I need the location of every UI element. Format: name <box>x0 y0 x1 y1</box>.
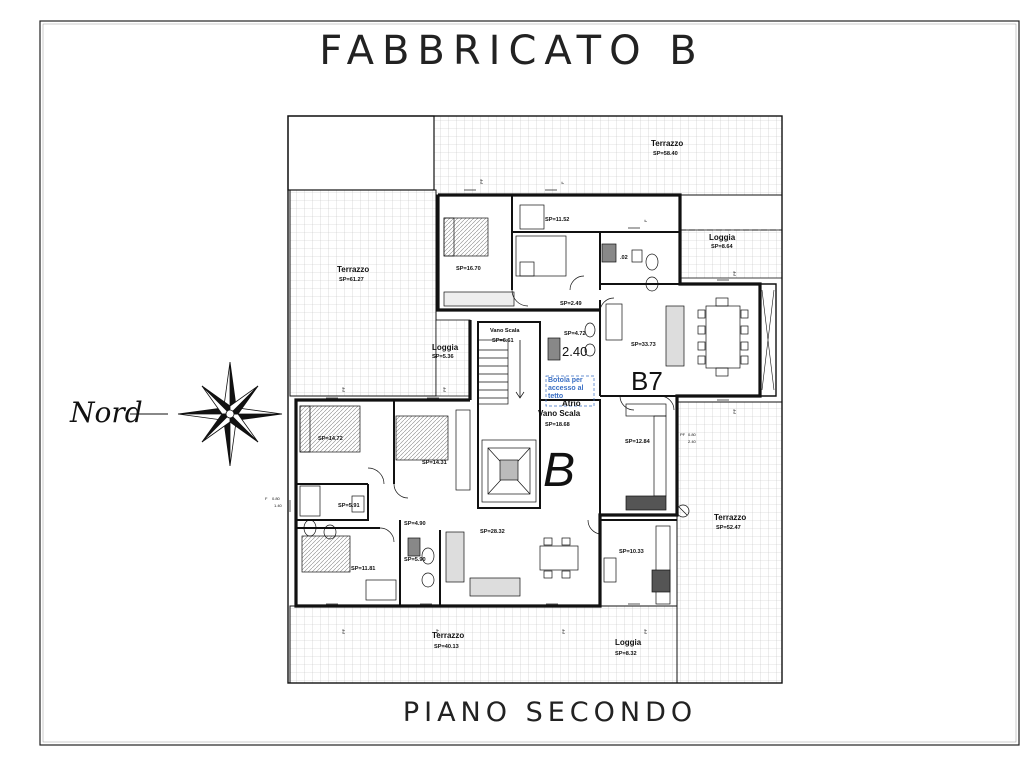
room-kitchen-south: SP=10.33 <box>619 549 644 555</box>
room-bed-north: SP=16.70 <box>456 266 481 272</box>
sheet-frame <box>39 20 1020 746</box>
window-pf-1: PF <box>479 178 484 184</box>
room-kitchen-east: SP=12.84 <box>625 439 651 445</box>
atrio-sp: SP=18.68 <box>545 422 570 428</box>
window-pf-3: PF <box>341 386 346 392</box>
window-pf-5: PF <box>732 408 737 414</box>
room-corridor-west: SP=4.90 <box>404 521 426 527</box>
vano-scala-small-sp: SP=6.61 <box>492 338 514 344</box>
room-bed-sw: SP=11.81 <box>351 566 375 572</box>
compass-rose-icon <box>130 361 283 467</box>
botola-line-1: Botola per <box>548 377 583 384</box>
building-walls <box>287 115 783 684</box>
loggia-w-sp: SP=5.36 <box>432 354 454 360</box>
compass-label: Nord <box>70 396 143 429</box>
unit-letter: B <box>543 444 575 497</box>
building-title: FABBRICATO B <box>319 28 705 74</box>
window-pf-8: PF <box>561 628 566 634</box>
terrazzo-left-sp: SP=61.27 <box>339 277 364 283</box>
vano-scala-label: Vano Scala <box>538 409 581 418</box>
loggia-s-label: Loggia <box>615 638 642 647</box>
terrazzo-right-label: Terrazzo <box>714 513 746 522</box>
room-living-east: SP=33.73 <box>631 342 656 348</box>
window-h2-west: 1.40 <box>274 503 283 508</box>
room-bath-north: .02 <box>620 255 628 261</box>
loggia-w-label: Loggia <box>432 343 459 352</box>
area-labels: Terrazzo SP=58.40 Terrazzo SP=61.27 Terr… <box>337 139 746 657</box>
room-labels: SP=16.70 SP=11.52 .02 SP=2.49 SP=4.72 SP… <box>318 217 656 572</box>
unit-id: B7 <box>631 366 663 396</box>
interior-walls <box>296 195 680 606</box>
room-bed-west-1: SP=14.72 <box>318 436 343 442</box>
window-marker-texts: PF F F PF PF PF PF PF PF PF PF F 0.80 1.… <box>265 178 737 634</box>
room-bath-sw: SP=5.90 <box>404 557 426 563</box>
terrazzo-bottom-label: Terrazzo <box>432 631 464 640</box>
terrazzo-right-sp: SP=52.47 <box>716 525 741 531</box>
botola-outline <box>545 375 595 407</box>
terrazzo-top-label: Terrazzo <box>651 139 683 148</box>
terrazzo-bottom-sp: SP=40.13 <box>434 644 459 650</box>
window-pf-east: PF <box>680 432 686 437</box>
floor-title: PIANO SECONDO <box>402 697 698 728</box>
height-mark: 2.40 <box>562 344 587 359</box>
window-pf-7: PF <box>435 628 440 634</box>
window-pf-6: PF <box>341 628 346 634</box>
window-h1-east: 0.80 <box>688 432 697 437</box>
furniture <box>299 204 749 605</box>
room-corridor-north: SP=2.49 <box>560 301 582 307</box>
window-pf-2: PF <box>732 270 737 276</box>
window-pf-9: PF <box>643 628 648 634</box>
window-f-west: F <box>265 496 268 501</box>
room-bed-west-2: SP=14.31 <box>422 460 447 466</box>
loggia-s-sp: SP=8.32 <box>615 651 637 657</box>
room-bath-west: SP=5.91 <box>338 503 360 509</box>
window-pf-4: PF <box>442 386 447 392</box>
botola-line-3: tetto <box>548 393 563 400</box>
room-living-south: SP=28.32 <box>480 529 505 535</box>
loggia-ne-label: Loggia <box>709 233 736 242</box>
terrazzo-top-sp: SP=58.40 <box>653 151 678 157</box>
stair <box>477 339 537 503</box>
room-bath-mid: SP=4.72 <box>564 331 586 337</box>
window-markers <box>289 189 729 605</box>
vano-scala-small-label: Vano Scala <box>490 328 520 334</box>
window-h1-west: 0.80 <box>272 496 281 501</box>
terrazzo-left-label: Terrazzo <box>337 265 369 274</box>
roof-block <box>287 115 435 191</box>
window-h2-east: 2.40 <box>688 439 697 444</box>
window-f-1: F <box>560 181 565 184</box>
loggia-ne-sp: SP=8.64 <box>711 244 734 250</box>
terrazzo-tiles <box>289 115 783 684</box>
botola-line-2: accesso al <box>548 385 583 392</box>
room-study-north: SP=11.52 <box>545 217 569 223</box>
atrio-label: Atrio <box>562 399 581 408</box>
window-f-2: F <box>643 219 648 222</box>
